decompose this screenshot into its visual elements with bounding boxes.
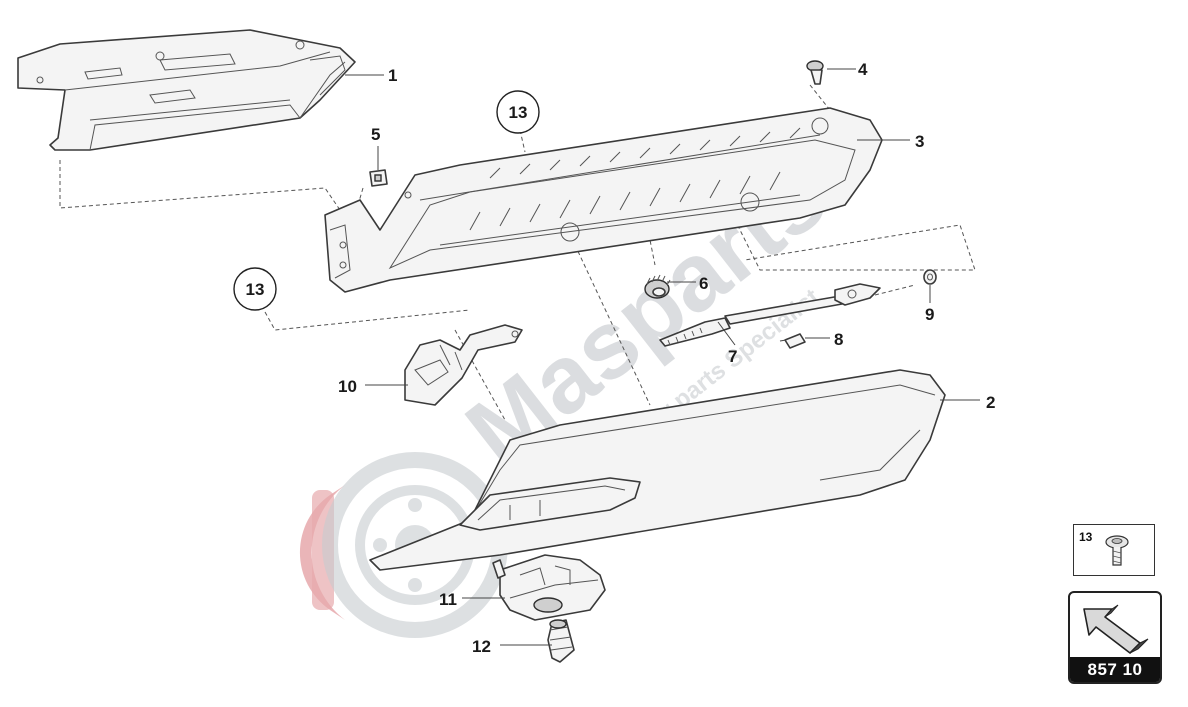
callout-12: 12 <box>472 637 491 656</box>
part-11-latch <box>492 554 606 621</box>
callout-2: 2 <box>986 393 995 412</box>
part-1-housing <box>17 29 356 151</box>
leader-lines <box>345 68 980 646</box>
reference-number: 13 <box>1079 530 1093 544</box>
part-4-screw <box>806 60 824 85</box>
callout-13-left: 13 <box>246 280 265 299</box>
navigation-box[interactable]: 857 10 <box>1068 591 1162 684</box>
screw-icon <box>1105 535 1129 566</box>
callout-11: 11 <box>439 590 457 609</box>
part-2-lid <box>369 369 946 571</box>
part-8-pin <box>779 333 806 349</box>
part-6-gear <box>644 274 671 299</box>
callout-9: 9 <box>925 305 934 324</box>
part-9-washer <box>923 269 937 285</box>
part-12-cylinder <box>547 619 575 663</box>
reference-box-13: 13 <box>1073 524 1155 576</box>
arrow-icon <box>1083 604 1149 654</box>
callout-13-circle-top <box>496 90 540 134</box>
callout-8: 8 <box>834 330 843 349</box>
callout-7: 7 <box>728 347 737 366</box>
callout-6: 6 <box>699 274 708 293</box>
callout-13-top: 13 <box>509 103 528 122</box>
callout-13-circle-left <box>233 267 277 311</box>
callout-3: 3 <box>915 132 924 151</box>
callout-4: 4 <box>858 60 868 79</box>
callout-10: 10 <box>338 377 357 396</box>
part-3-frame <box>324 107 883 293</box>
part-5-clip <box>369 169 388 187</box>
part-7-damper <box>659 283 881 347</box>
callout-1: 1 <box>388 66 397 85</box>
page-code: 857 10 <box>1070 657 1160 682</box>
part-10-hinge <box>404 324 523 406</box>
callout-5: 5 <box>371 125 380 144</box>
